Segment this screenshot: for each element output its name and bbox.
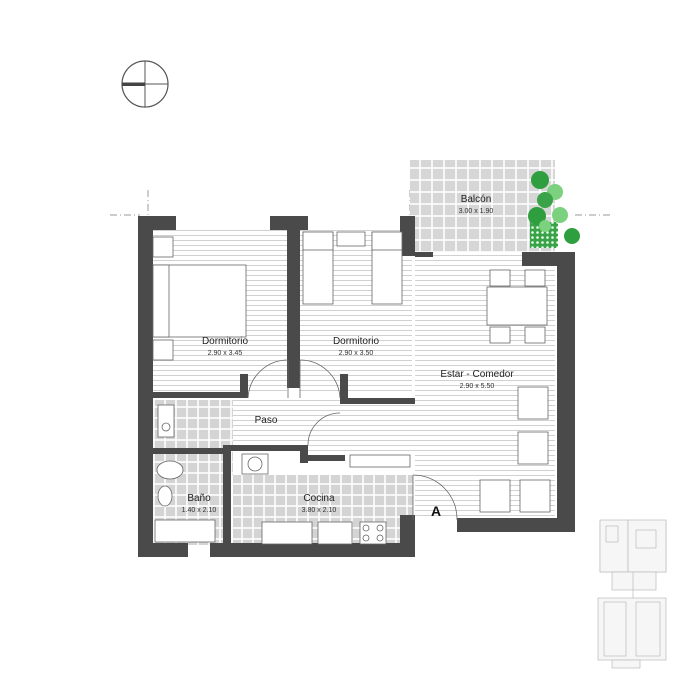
bathroom-fixtures — [154, 404, 216, 543]
key-plan-minimap — [597, 519, 667, 669]
room-name-estar-comedor: Estar - Comedor — [440, 369, 514, 380]
bed-double — [152, 236, 247, 361]
room-name-dormitorio-2: Dormitorio — [333, 336, 380, 347]
room-dims-dormitorio-2: 2.90 x 3.50 — [339, 350, 374, 357]
dining-set — [479, 269, 551, 513]
compass-icon — [121, 60, 169, 108]
doors — [247, 359, 458, 521]
room-name-cocina: Cocina — [303, 493, 335, 504]
room-name-paso: Paso — [255, 415, 278, 426]
room-dims-dormitorio-1: 2.90 x 3.45 — [208, 350, 243, 357]
kitchen-fixtures — [241, 453, 411, 545]
room-dims-estar-comedor: 2.90 x 5.50 — [460, 383, 495, 390]
room-labels: Balcón 3.00 x 1.90 Dormitorio 2.90 x 3.4… — [182, 194, 515, 519]
room-name-bano: Baño — [187, 493, 211, 504]
entry-marker: A — [431, 503, 441, 519]
room-dims-cocina: 3.80 x 2.10 — [302, 507, 337, 514]
room-dims-bano: 1.40 x 2.10 — [182, 507, 217, 514]
room-name-balcon: Balcón — [461, 194, 492, 205]
room-name-dormitorio-1: Dormitorio — [202, 336, 249, 347]
beds-single — [302, 231, 403, 305]
room-dims-balcon: 3.00 x 1.90 — [459, 208, 494, 215]
walls — [138, 216, 575, 557]
plant-icon — [528, 171, 580, 248]
